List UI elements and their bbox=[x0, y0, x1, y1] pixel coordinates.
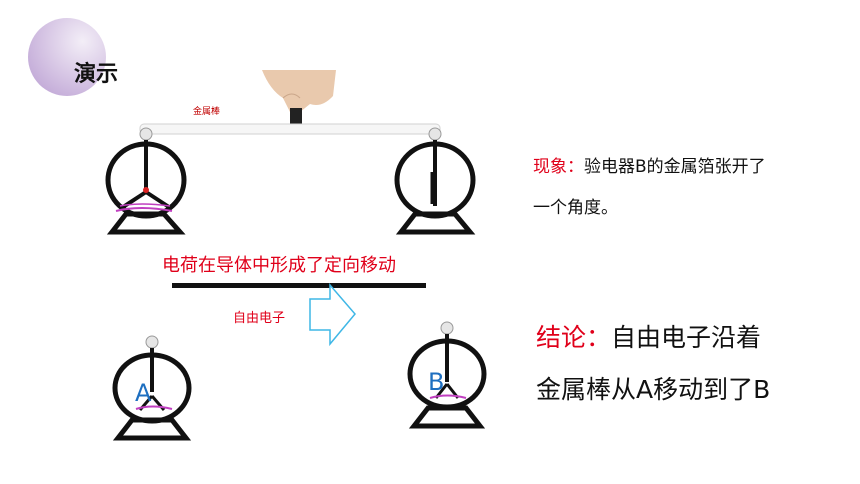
hand-image bbox=[262, 70, 336, 126]
free-electron-label: 自由电子 bbox=[233, 311, 286, 326]
slide-title: 演示 bbox=[74, 62, 119, 87]
phenomenon-line-1: 现象：验电器B的金属箔张开了 bbox=[533, 152, 766, 177]
electroscope-bottom-right bbox=[407, 321, 487, 429]
conclusion-text-1: 自由电子沿着 bbox=[611, 323, 762, 352]
conclusion-line-2: 金属棒从A移动到了B bbox=[536, 375, 771, 404]
electroscope-b-letter: B bbox=[428, 368, 445, 396]
conductor-bar bbox=[172, 283, 426, 288]
conclusion-label: 结论： bbox=[536, 323, 612, 352]
rod-label: 金属棒 bbox=[193, 107, 221, 117]
electroscope-top-left bbox=[105, 127, 187, 235]
phenomenon-line-2: 一个角度。 bbox=[533, 198, 618, 218]
electroscope-bottom-left bbox=[112, 335, 192, 441]
phenomenon-label: 现象： bbox=[533, 157, 584, 177]
title-decoration-circle bbox=[28, 18, 106, 96]
electroscope-top-right bbox=[394, 127, 476, 235]
phenomenon-text-1: 验电器B的金属箔张开了 bbox=[584, 157, 766, 177]
electroscope-a-letter: A bbox=[135, 379, 152, 407]
charge-movement-caption: 电荷在导体中形成了定向移动 bbox=[162, 255, 396, 276]
electron-direction-arrow-icon bbox=[309, 282, 356, 347]
conclusion-line-1: 结论：自由电子沿着 bbox=[536, 318, 761, 354]
metal-rod bbox=[139, 123, 441, 135]
